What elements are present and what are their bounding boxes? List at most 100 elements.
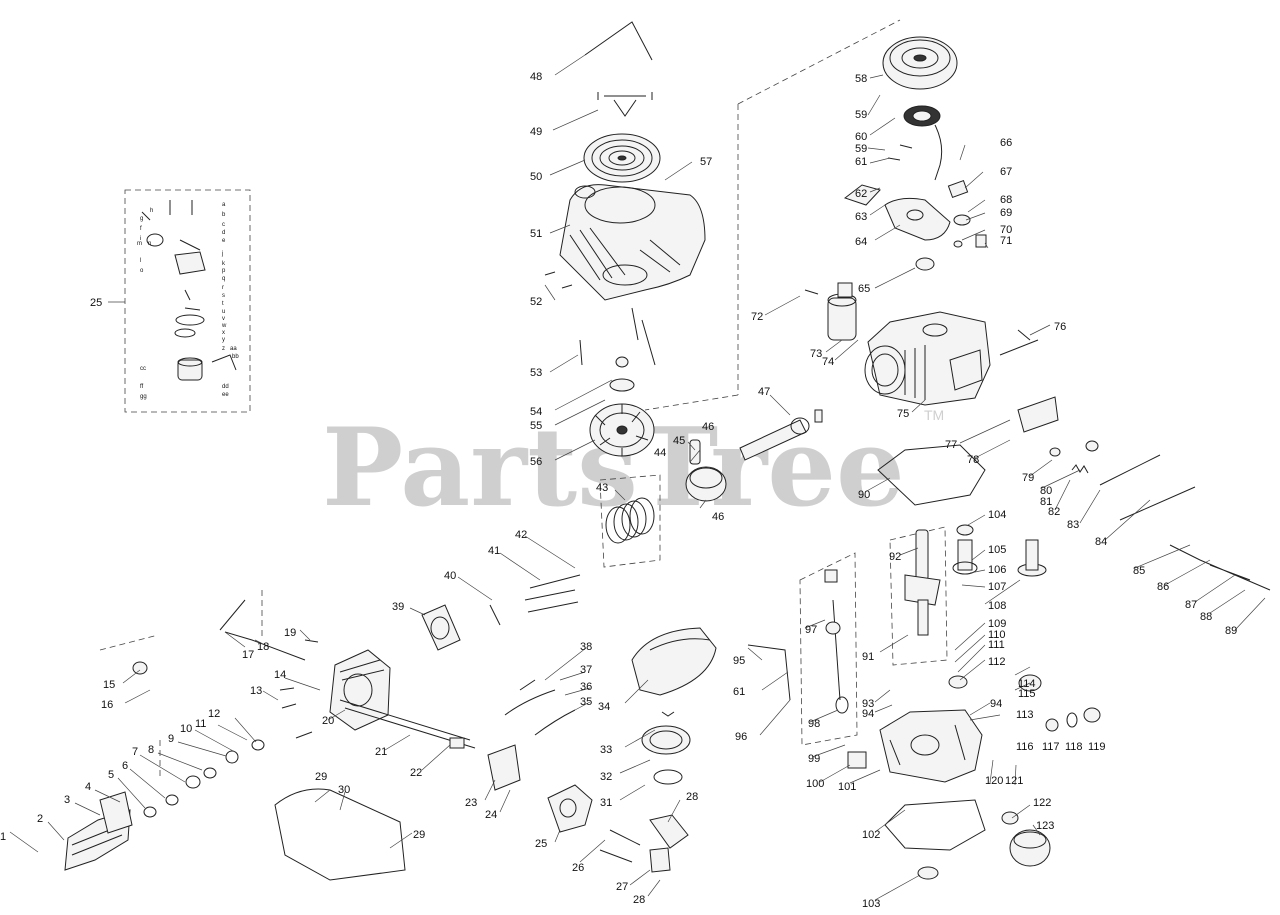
callout-28-top: 28: [686, 791, 698, 803]
callout-1: 1: [0, 831, 6, 843]
callout-27: 27: [616, 881, 628, 893]
part-51-drawing: [559, 184, 706, 301]
callout-46-top: 46: [702, 421, 714, 433]
callout-28-bottom: 28: [633, 894, 645, 906]
callout-80: 80: [1040, 485, 1052, 497]
callout-35: 35: [580, 696, 592, 708]
callout-30: 30: [338, 784, 350, 796]
part-1-16-drawing: [64, 661, 313, 871]
callout-73: 73: [810, 348, 822, 360]
part-65-drawing: [915, 257, 935, 271]
callout-22: 22: [410, 767, 422, 779]
callout-39: 39: [392, 601, 404, 613]
part-79-80-drawing: [1049, 440, 1099, 457]
callout-7: 7: [132, 746, 138, 758]
callout-63: 63: [855, 211, 867, 223]
callout-25: 25: [535, 838, 547, 850]
callout-15: 15: [103, 679, 115, 691]
callout-labels: 1 2 3 4 5 6 7 8 9 10 11 12 13 14 15 16 1…: [0, 71, 1237, 910]
inset-letter-c: c: [222, 222, 225, 228]
part-48-drawing: [584, 21, 653, 61]
callout-36: 36: [580, 681, 592, 693]
inset-letter-v: v: [222, 316, 225, 322]
callout-40: 40: [444, 570, 456, 582]
callout-107: 107: [988, 581, 1006, 593]
part-28-drawing: [649, 814, 689, 849]
callout-88: 88: [1200, 611, 1212, 623]
part-20-drawing: [329, 649, 391, 731]
callout-52: 52: [530, 296, 542, 308]
inset-letter-k: k: [222, 261, 226, 267]
inset-letter-y: y: [222, 337, 225, 343]
callout-101: 101: [838, 781, 856, 793]
callout-114: 114: [1018, 678, 1036, 690]
callout-79: 79: [1022, 472, 1034, 484]
inset-letter-z: z: [222, 346, 225, 352]
crankshaft-group-boundary: [889, 526, 948, 666]
engine-block-boundary: [644, 19, 901, 411]
callout-116: 116: [1016, 741, 1034, 753]
callout-94-right: 94: [990, 698, 1002, 710]
part-75-drawing: [864, 311, 991, 406]
callout-60: 60: [855, 131, 867, 143]
callout-119: 119: [1088, 741, 1106, 753]
inset-letter-i: i: [140, 236, 141, 242]
callout-64: 64: [855, 236, 867, 248]
part-101-drawing: [879, 709, 983, 783]
part-77-drawing: [1017, 396, 1059, 433]
callout-66: 66: [1000, 137, 1012, 149]
callout-91: 91: [862, 651, 874, 663]
callout-29-top: 29: [315, 771, 327, 783]
part-49-drawing: [597, 92, 653, 117]
inset-letter-l: l: [140, 258, 141, 264]
inset-letter-t: t: [222, 301, 224, 307]
callout-102: 102: [862, 829, 880, 841]
part-103-drawing: [917, 866, 939, 880]
part-91-108-drawing: [904, 524, 1047, 636]
part-54-55-drawing: [609, 356, 635, 392]
callout-98: 98: [808, 718, 820, 730]
part-102-drawing: [884, 799, 986, 851]
part-39-drawing: [421, 604, 461, 651]
callout-84: 84: [1095, 536, 1107, 548]
callout-71: 71: [1000, 235, 1012, 247]
callout-24: 24: [485, 809, 497, 821]
callout-120: 120: [985, 775, 1003, 787]
part-97-98-drawing: [824, 569, 849, 714]
watermark-tm: TM: [924, 407, 944, 423]
inset-letter-w: w: [221, 323, 227, 329]
callout-leaders: [9, 54, 1266, 901]
callout-103: 103: [862, 898, 880, 910]
callout-42: 42: [515, 529, 527, 541]
callout-113: 113: [1016, 709, 1034, 721]
callout-59-mid: 59: [855, 143, 867, 155]
callout-58: 58: [855, 73, 867, 85]
callout-43: 43: [596, 482, 608, 494]
callout-106: 106: [988, 564, 1006, 576]
part-50-drawing: [583, 133, 661, 183]
part-100-drawing: [847, 751, 867, 769]
inset-letter-x: x: [222, 330, 225, 336]
callout-51: 51: [530, 228, 542, 240]
callout-76: 76: [1054, 321, 1066, 333]
inset-letter-ff: ff: [140, 384, 144, 390]
part-120-123-drawing: [1001, 811, 1051, 867]
callout-97: 97: [805, 624, 817, 636]
part-31-34-drawing: [631, 627, 717, 785]
inset-letter-r: r: [222, 285, 224, 291]
callout-33: 33: [600, 744, 612, 756]
callout-20: 20: [322, 715, 334, 727]
inset-letter-s: s: [222, 293, 225, 299]
callout-6: 6: [122, 760, 128, 772]
callout-46-bottom: 46: [712, 511, 724, 523]
part-62-64-drawing: [843, 184, 951, 241]
callout-69: 69: [1000, 207, 1012, 219]
carburetor-inset-drawing: [141, 200, 237, 381]
callout-74: 74: [822, 356, 834, 368]
callout-55: 55: [530, 420, 542, 432]
callout-3: 3: [64, 794, 70, 806]
callout-45: 45: [673, 435, 685, 447]
callout-38: 38: [580, 641, 592, 653]
part-19-drawing: [304, 639, 319, 643]
